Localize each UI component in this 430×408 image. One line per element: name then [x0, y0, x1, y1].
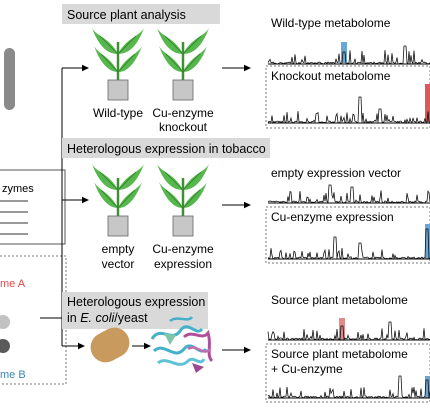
trace-box [265, 343, 430, 403]
plant-label-expression-line1: Cu-enzyme [152, 242, 214, 256]
plant-icon [90, 26, 146, 102]
chromatogram-trace [267, 228, 430, 261]
plant-label-empty-line1: empty [102, 242, 135, 256]
plant-icon [155, 162, 211, 238]
cell-icon [90, 327, 130, 363]
highlight-band [425, 84, 430, 122]
highlight-band [425, 224, 430, 259]
trace-panel-cu-enzyme-expression: Cu-enzyme expression [267, 210, 430, 261]
highlight-band [425, 376, 430, 398]
enzyme-list-box [0, 169, 66, 245]
chromatogram-trace [267, 45, 430, 66]
trace-label: Knockout metabolome [271, 69, 391, 83]
chromatogram-trace [267, 321, 430, 342]
protein-structure-icon [150, 316, 214, 373]
enzyme-pair-box [0, 255, 67, 385]
section-title-source-plant: Source plant analysis [67, 8, 186, 22]
section-title-ecoli-line1: Heterologous expression [67, 295, 205, 309]
plant-label-knockout-line1: Cu-enzyme [152, 106, 214, 120]
highlight-band [341, 42, 347, 63]
plant-icon [90, 162, 146, 238]
cell-capsule-icon [4, 48, 15, 110]
plant-icon [155, 26, 211, 102]
trace-box [265, 65, 430, 129]
trace-label-line2: + Cu-enzyme [271, 362, 343, 376]
trace-panel-wild-type: Wild-type metabolome [267, 16, 430, 66]
enzyme-a-circle-icon [0, 315, 10, 329]
trace-panel-knockout: Knockout metabolome [267, 69, 430, 125]
arrows-to-traces [222, 64, 251, 354]
trace-panel-source-plant-cu-enzyme: Source plant metabolome + Cu-enzyme [267, 347, 430, 399]
enzyme-list-lines [0, 200, 28, 235]
enzyme-a-label: me A [0, 278, 26, 290]
enzymes-label: zymes [2, 183, 34, 195]
trace-panel-source-plant: Source plant metabolome [267, 293, 430, 342]
section-header-bg [62, 138, 270, 158]
section-header-bg [62, 292, 208, 329]
plant-label-empty-line2: vector [102, 257, 135, 271]
chromatogram-trace [267, 184, 430, 205]
plant-label-wild-type: Wild-type [93, 106, 143, 120]
trace-label: Wild-type metabolome [271, 16, 391, 30]
trace-label: Source plant metabolome [271, 347, 408, 361]
plant-label-expression-line2: expression [154, 257, 212, 271]
trace-label: Source plant metabolome [271, 293, 408, 307]
plant-label-knockout-line2: knockout [159, 120, 208, 134]
trace-panel-empty-vector: empty expression vector [267, 166, 430, 205]
trace-label: Cu-enzyme expression [271, 210, 394, 224]
trace-label: empty expression vector [271, 166, 401, 180]
section-header-bg [62, 4, 220, 24]
section-title-ecoli-line2: in E. coli/yeast [67, 311, 148, 325]
highlight-band [339, 318, 345, 340]
enzyme-b-label: me B [0, 369, 26, 381]
section-title-tobacco: Heterologous expression in tobacco [67, 142, 266, 156]
enzyme-b-circle-icon [0, 339, 10, 353]
